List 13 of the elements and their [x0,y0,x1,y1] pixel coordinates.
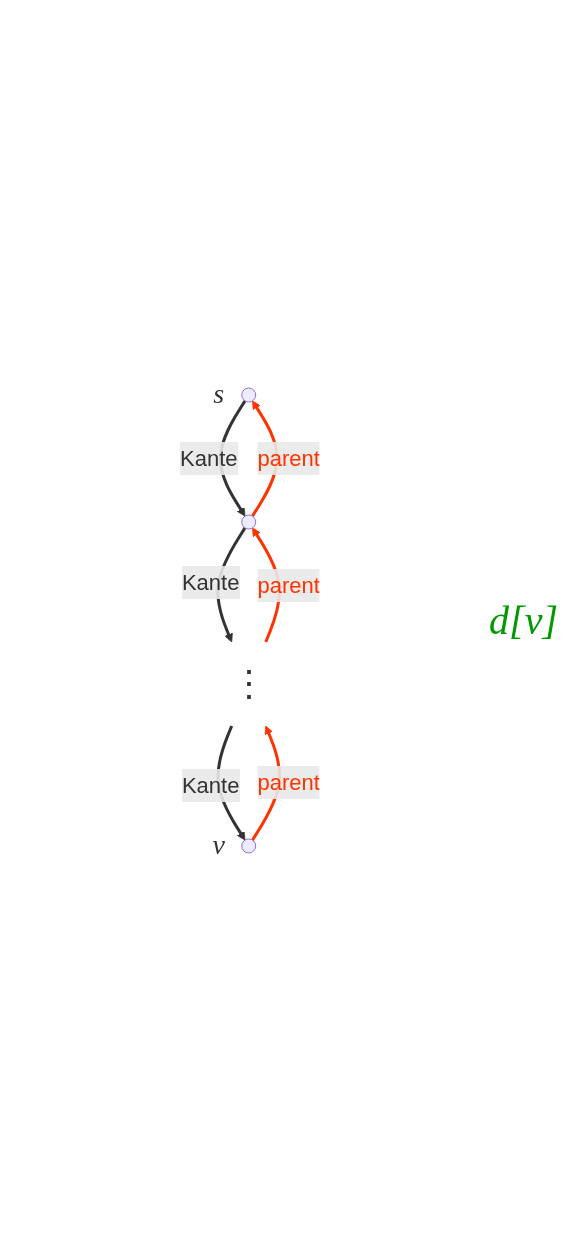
edge-label: parent [257,446,320,471]
node-text: ⋮ [230,663,267,704]
edge-label: Kante [181,772,239,798]
node-label: v [212,829,225,860]
node-circle [240,514,256,530]
node-circle [240,387,256,403]
edge-label: parent [257,770,320,795]
distance-label: d[v] [489,597,558,644]
edge-label: parent [257,573,320,598]
edge-label: Kante [181,570,239,596]
node-circle [240,838,256,854]
node-label: s [212,380,224,409]
edge-label: Kante [179,446,238,471]
